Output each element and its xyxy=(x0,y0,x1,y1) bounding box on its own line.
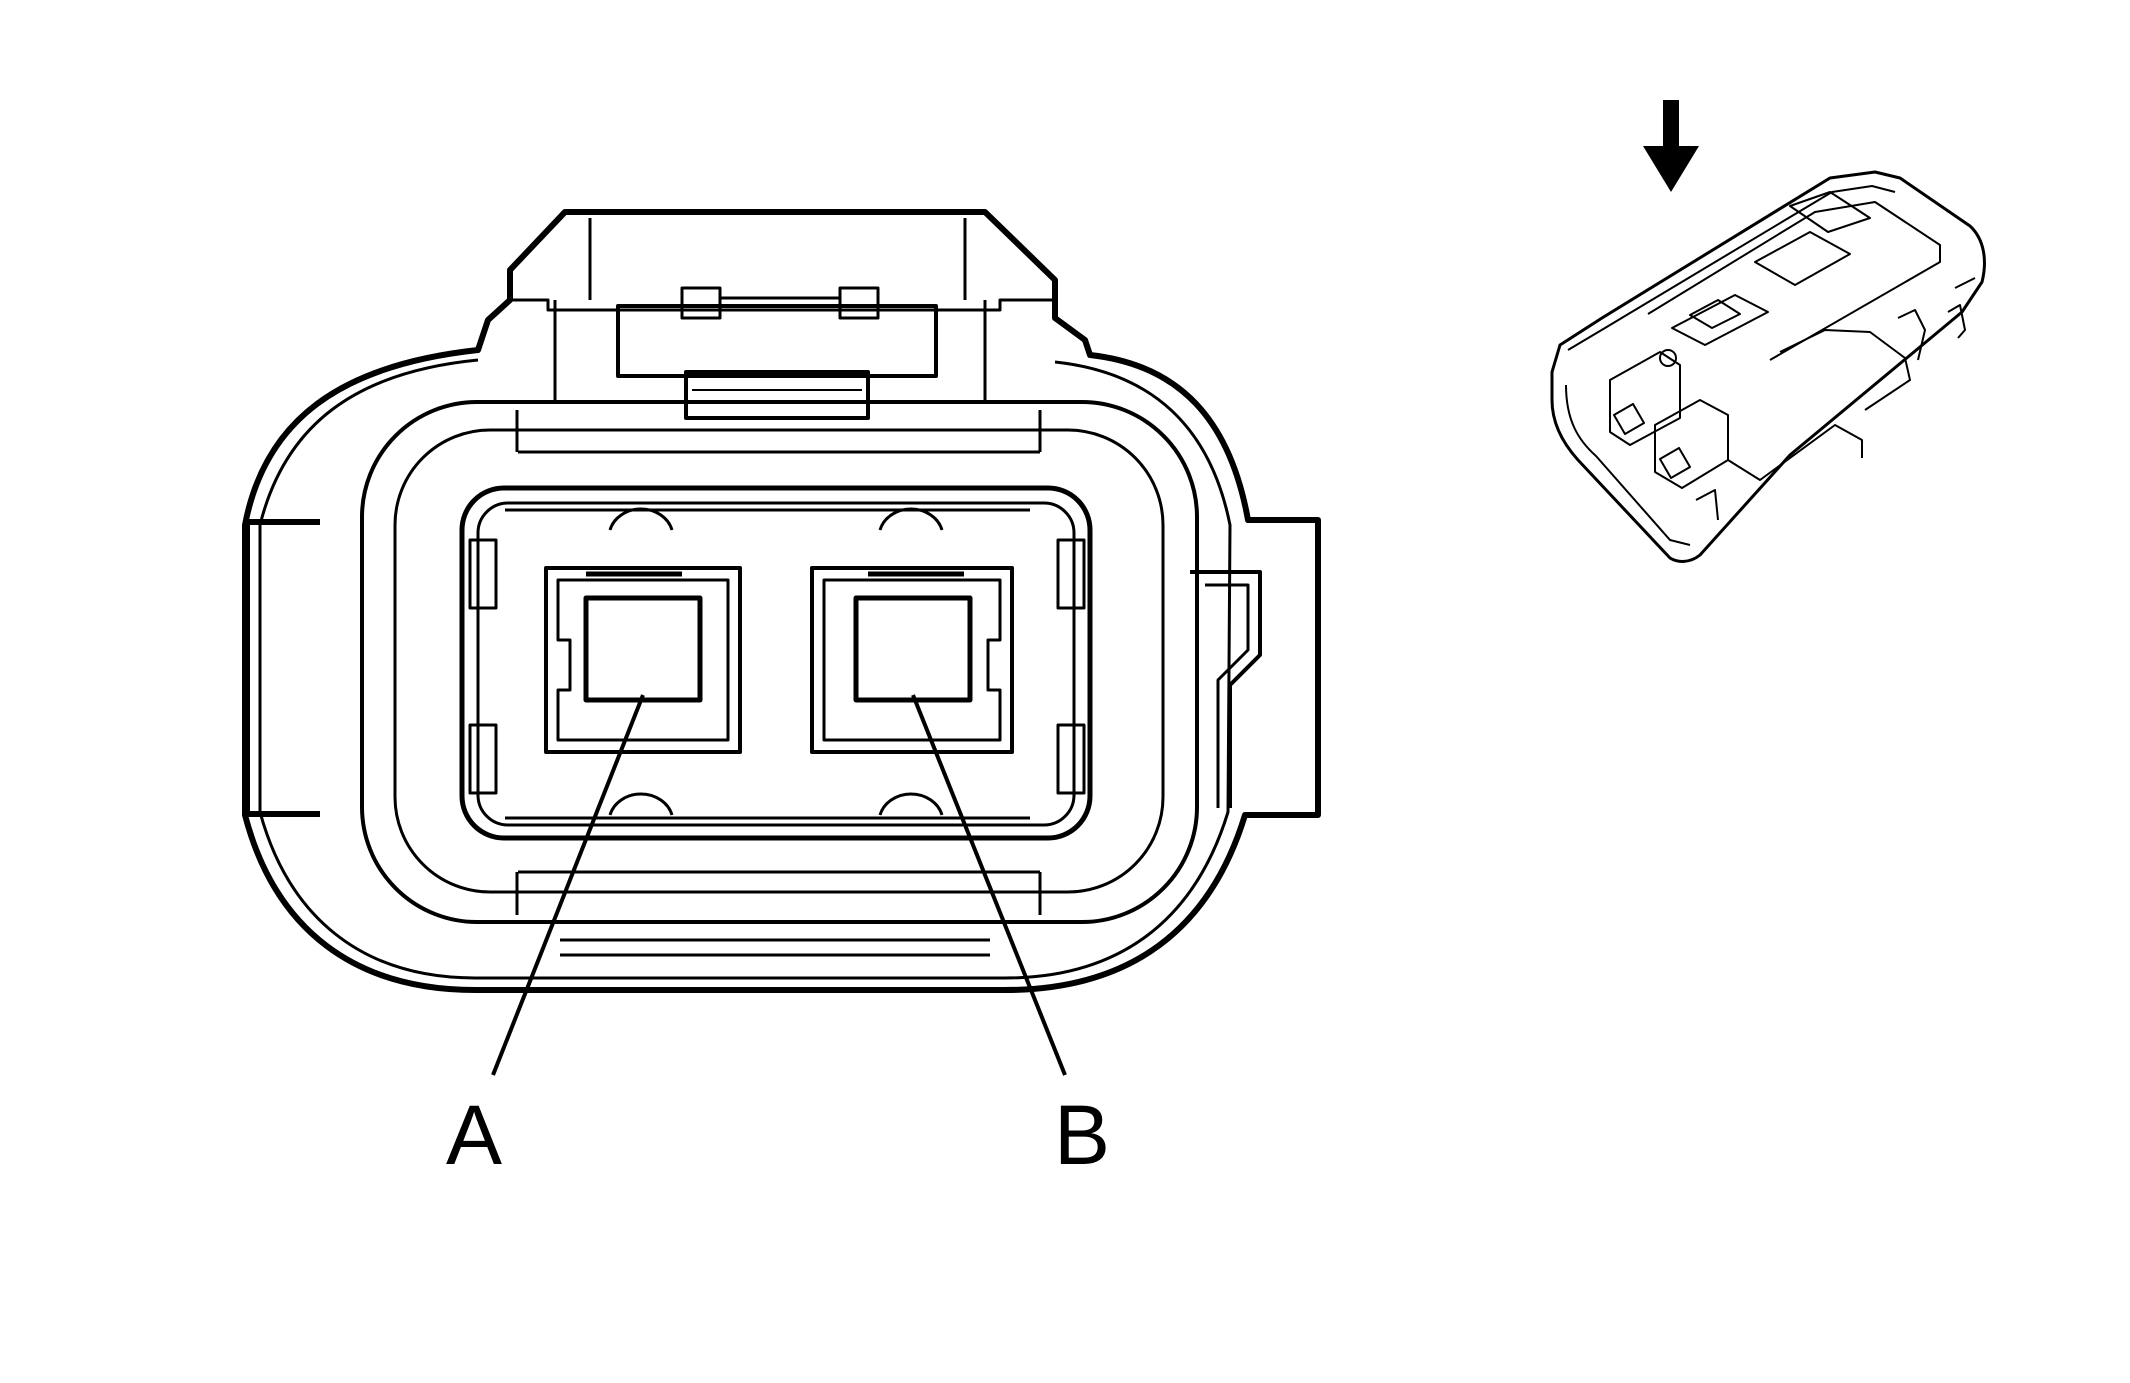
guide-rail-right-bottom xyxy=(1056,723,1086,795)
connector-shell-inner-line xyxy=(258,358,1232,980)
terminal-cavity-inner xyxy=(476,501,1076,827)
right-lock-tab-inner xyxy=(1205,583,1250,808)
guide-bump-top-right xyxy=(878,507,944,531)
connector-shell-outline xyxy=(242,209,1321,993)
seal-ring-outer xyxy=(360,400,1199,924)
terminal-cavity xyxy=(459,485,1093,841)
guide-rail-left-bottom xyxy=(468,723,498,795)
guide-rail-left-top xyxy=(468,538,498,610)
latch-nub-left xyxy=(680,286,722,320)
guide-bump-bottom-right xyxy=(878,792,944,816)
latch-release xyxy=(684,370,870,420)
pin-callouts: A B xyxy=(446,694,1110,1182)
seal-ring-middle xyxy=(393,428,1165,894)
guide-bump-top-left xyxy=(608,507,674,531)
connector-isometric-view xyxy=(1550,170,1986,563)
pin-b-leader-line xyxy=(911,694,1067,1076)
latch-nub-right xyxy=(838,286,880,320)
connector-face xyxy=(242,209,1321,993)
down-arrow-icon xyxy=(1643,100,1699,192)
pin-a-label: A xyxy=(446,1088,502,1182)
guide-bump-bottom-left xyxy=(608,792,674,816)
right-lock-tab xyxy=(1190,570,1262,808)
pin-b-label: B xyxy=(1054,1088,1110,1182)
guide-rail-right-top xyxy=(1056,538,1086,610)
left-side-tab xyxy=(244,519,320,817)
latch-housing xyxy=(508,210,1057,312)
pin-a-leader-line xyxy=(491,694,645,1076)
latch-lever xyxy=(616,304,938,378)
terminal-a xyxy=(544,566,742,754)
